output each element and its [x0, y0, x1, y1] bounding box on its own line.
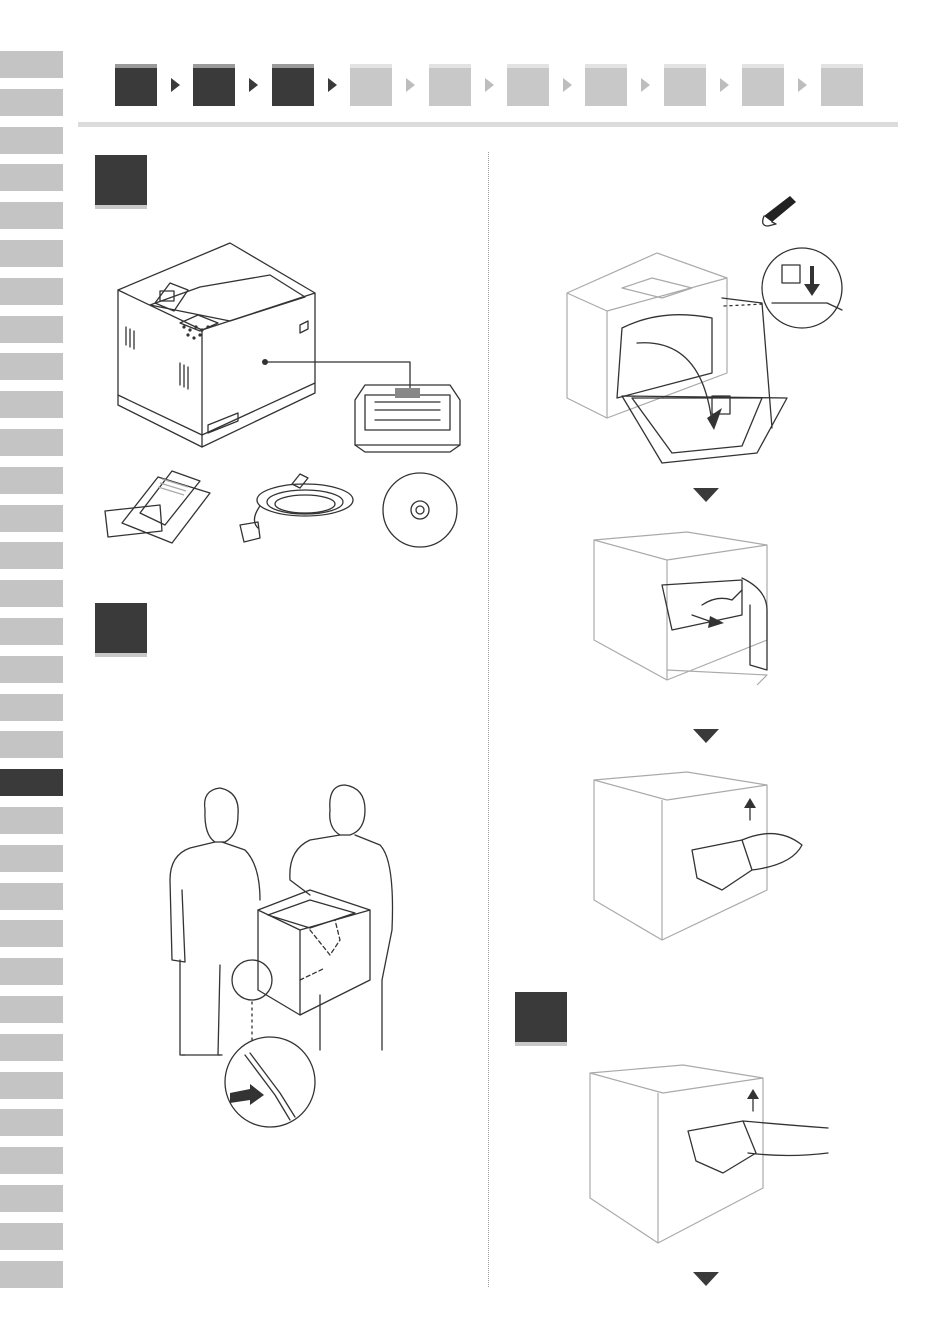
progress-step-pending: [821, 64, 863, 106]
language-tab[interactable]: [0, 240, 63, 267]
cd-rom-icon: [380, 470, 460, 550]
step-arrow-2: [693, 729, 719, 743]
printer-icon: [110, 235, 330, 460]
language-tab[interactable]: [0, 883, 63, 910]
language-tab[interactable]: [0, 694, 63, 721]
language-tab[interactable]: [0, 580, 63, 607]
step-arrow-3: [693, 1272, 719, 1286]
language-tab[interactable]: [0, 769, 63, 796]
progress-step-completed: [272, 64, 314, 106]
progress-step-pending: [350, 64, 392, 106]
section-marker-remove-drum: [515, 992, 567, 1042]
open-front-cover-illustration: [562, 248, 852, 463]
language-tab[interactable]: [0, 391, 63, 418]
remove-packing-material-illustration: [592, 770, 807, 945]
language-tab[interactable]: [0, 51, 63, 78]
progress-arrow: [328, 78, 337, 92]
language-tab[interactable]: [0, 731, 63, 758]
language-tab[interactable]: [0, 996, 63, 1023]
language-tab[interactable]: [0, 1109, 63, 1136]
language-tab[interactable]: [0, 1185, 63, 1212]
progress-step-pending: [507, 64, 549, 106]
language-tab[interactable]: [0, 89, 63, 116]
language-tab[interactable]: [0, 1147, 63, 1174]
header-divider: [78, 122, 898, 127]
progress-arrow: [485, 78, 494, 92]
progress-arrow: [563, 78, 572, 92]
progress-step-completed: [193, 64, 235, 106]
step-arrow-1: [693, 488, 719, 502]
section-marker-carry-printer: [95, 603, 147, 653]
language-tab[interactable]: [0, 845, 63, 872]
language-tab[interactable]: [0, 202, 63, 229]
progress-step-pending: [429, 64, 471, 106]
progress-step-completed: [115, 64, 157, 106]
language-tab[interactable]: [0, 920, 63, 947]
language-tab[interactable]: [0, 656, 63, 683]
language-tab[interactable]: [0, 467, 63, 494]
progress-arrow: [720, 78, 729, 92]
tape-icon: [760, 192, 800, 230]
progress-step-pending: [585, 64, 627, 106]
language-tab[interactable]: [0, 1034, 63, 1061]
language-tab[interactable]: [0, 505, 63, 532]
progress-step-pending: [742, 64, 784, 106]
language-tab[interactable]: [0, 618, 63, 645]
language-tab[interactable]: [0, 807, 63, 834]
language-tab[interactable]: [0, 1261, 63, 1288]
language-tab[interactable]: [0, 429, 63, 456]
progress-arrow: [249, 78, 258, 92]
manuals-icon: [100, 465, 215, 550]
handle-detail-zoom: [220, 1035, 320, 1130]
column-divider: [488, 152, 489, 1287]
lift-drum-unit-illustration: [588, 1063, 828, 1248]
progress-arrow: [641, 78, 650, 92]
toner-cartridge-icon: [350, 380, 465, 455]
progress-arrow: [798, 78, 807, 92]
language-tab[interactable]: [0, 1072, 63, 1099]
language-tab[interactable]: [0, 127, 63, 154]
progress-arrow: [406, 78, 415, 92]
language-tab[interactable]: [0, 1223, 63, 1250]
section-marker-contents: [95, 155, 147, 205]
pull-tape-illustration: [592, 530, 782, 685]
language-tab[interactable]: [0, 353, 63, 380]
progress-step-pending: [664, 64, 706, 106]
progress-arrow: [171, 78, 180, 92]
language-tab[interactable]: [0, 278, 63, 305]
language-tab[interactable]: [0, 542, 63, 569]
power-cord-icon: [230, 470, 360, 550]
language-tab[interactable]: [0, 316, 63, 343]
language-tab[interactable]: [0, 958, 63, 985]
language-tab[interactable]: [0, 164, 63, 191]
